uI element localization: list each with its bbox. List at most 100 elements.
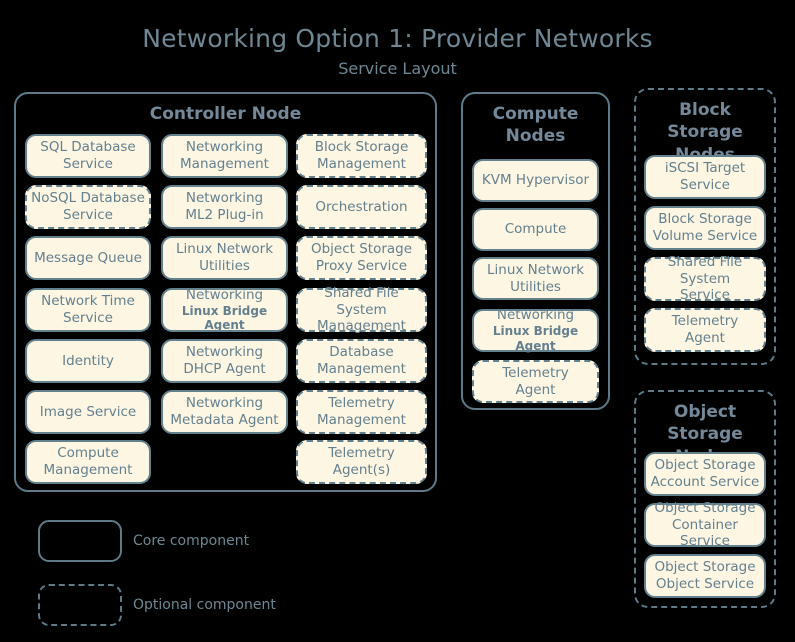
- service-label-line1: Networking: [185, 286, 264, 303]
- service-label-line1: Shared File System: [324, 284, 399, 318]
- service-box-image-service: Image Service: [25, 390, 151, 434]
- service-box-compute-kvm-hypervisor: KVM Hypervisor: [472, 159, 599, 202]
- service-label-line2: Management: [317, 156, 406, 172]
- service-label-line1: Network Time: [41, 293, 135, 310]
- service-label-line2: Agent: [515, 381, 556, 398]
- service-label-line2: Container Service: [672, 516, 738, 550]
- service-label-line1: Block Storage: [658, 211, 752, 228]
- service-box-compute-compute: Compute: [472, 208, 599, 251]
- service-label-line2: Service: [680, 287, 730, 304]
- service-label-line1: Object Storage: [310, 241, 413, 258]
- service-label-line2: Agent: [685, 330, 725, 346]
- service-label-line2: Proxy Service: [315, 258, 408, 274]
- service-label-line2: Management: [317, 361, 406, 377]
- service-box-orchestration: Orchestration: [296, 185, 427, 229]
- node-group-compute-nodes: Compute Nodes: [461, 92, 610, 410]
- service-label-line1: Object Storage: [654, 457, 756, 474]
- node-group-title-compute-nodes: Compute Nodes: [492, 104, 579, 147]
- service-label-line1: SQL Database: [40, 139, 136, 156]
- service-label-line1: Linux Network: [486, 261, 585, 278]
- service-label-line1: Networking: [185, 395, 264, 412]
- node-group-title-controller-node: Controller Node: [149, 104, 302, 124]
- service-label-line2: Management: [317, 318, 406, 335]
- service-label-line1: Networking: [496, 307, 575, 324]
- service-label-line2: Linux Bridge Agent: [492, 324, 579, 353]
- service-label-line1: Object Storage: [654, 559, 756, 576]
- service-label-line1: Shared File System: [667, 253, 743, 287]
- node-group-block-storage-nodes: Block Storage Nodes: [634, 88, 776, 365]
- service-label-line1: Telemetry: [671, 313, 739, 330]
- service-label-line2: Volume Service: [652, 228, 758, 244]
- service-label-line2: Service: [680, 177, 730, 193]
- service-label-line1: Block Storage: [314, 139, 409, 156]
- legend-label-optional: Optional component: [133, 597, 276, 613]
- service-label-line1: NoSQL Database: [31, 190, 145, 207]
- node-group-controller-node: Controller Node: [14, 92, 437, 492]
- legend-label-core: Core component: [133, 533, 250, 549]
- service-label-line1: Compute: [504, 221, 567, 238]
- service-label-line2: DHCP Agent: [183, 361, 266, 377]
- service-box-message-queue: Message Queue: [25, 236, 151, 280]
- service-label-line1: Compute: [57, 445, 119, 462]
- service-label-line2: Service: [63, 310, 113, 326]
- service-label-line2: ML2 Plug-in: [185, 207, 264, 223]
- service-label-line2: Metadata Agent: [170, 412, 279, 428]
- service-label-line2: Agent(s): [332, 462, 391, 478]
- service-label-line1: KVM Hypervisor: [481, 172, 590, 189]
- service-label-line2: Management: [317, 412, 406, 428]
- service-label-line1: Linux Network: [175, 241, 274, 258]
- service-label-line1: Orchestration: [315, 198, 408, 215]
- service-label-line1: Database: [329, 344, 394, 361]
- service-label-line1: Telemetry: [328, 445, 395, 462]
- service-label-line1: Telemetry: [502, 364, 569, 381]
- page-title: Networking Option 1: Provider Networks: [142, 24, 653, 53]
- service-label-line1: Networking: [185, 344, 264, 361]
- service-label-line2: Service: [63, 207, 113, 223]
- service-label-line1: Image Service: [39, 403, 137, 420]
- service-label-line2: Management: [180, 156, 269, 172]
- service-label-line2: Service: [63, 156, 113, 172]
- node-group-title-block-storage-nodes: Block Storage Nodes: [667, 100, 743, 165]
- service-label-line2: Management: [43, 462, 133, 478]
- service-label-line1: Message Queue: [34, 249, 142, 266]
- service-label-line2: Object Service: [655, 576, 755, 592]
- service-label-line1: Networking: [185, 190, 264, 207]
- legend-swatch-optional: [38, 584, 122, 626]
- service-label-line2: Linux Bridge Agent: [181, 303, 268, 333]
- page-subtitle: Service Layout: [338, 59, 457, 78]
- legend-swatch-core: [38, 520, 122, 562]
- service-label-line2: Utilities: [510, 278, 561, 295]
- service-label-line2: Account Service: [650, 474, 760, 490]
- service-label-line1: Telemetry: [328, 395, 395, 412]
- service-label-line1: Identity: [62, 352, 114, 369]
- service-label-line1: Object Storage: [654, 499, 756, 516]
- service-label-line1: iSCSI Target: [664, 160, 746, 177]
